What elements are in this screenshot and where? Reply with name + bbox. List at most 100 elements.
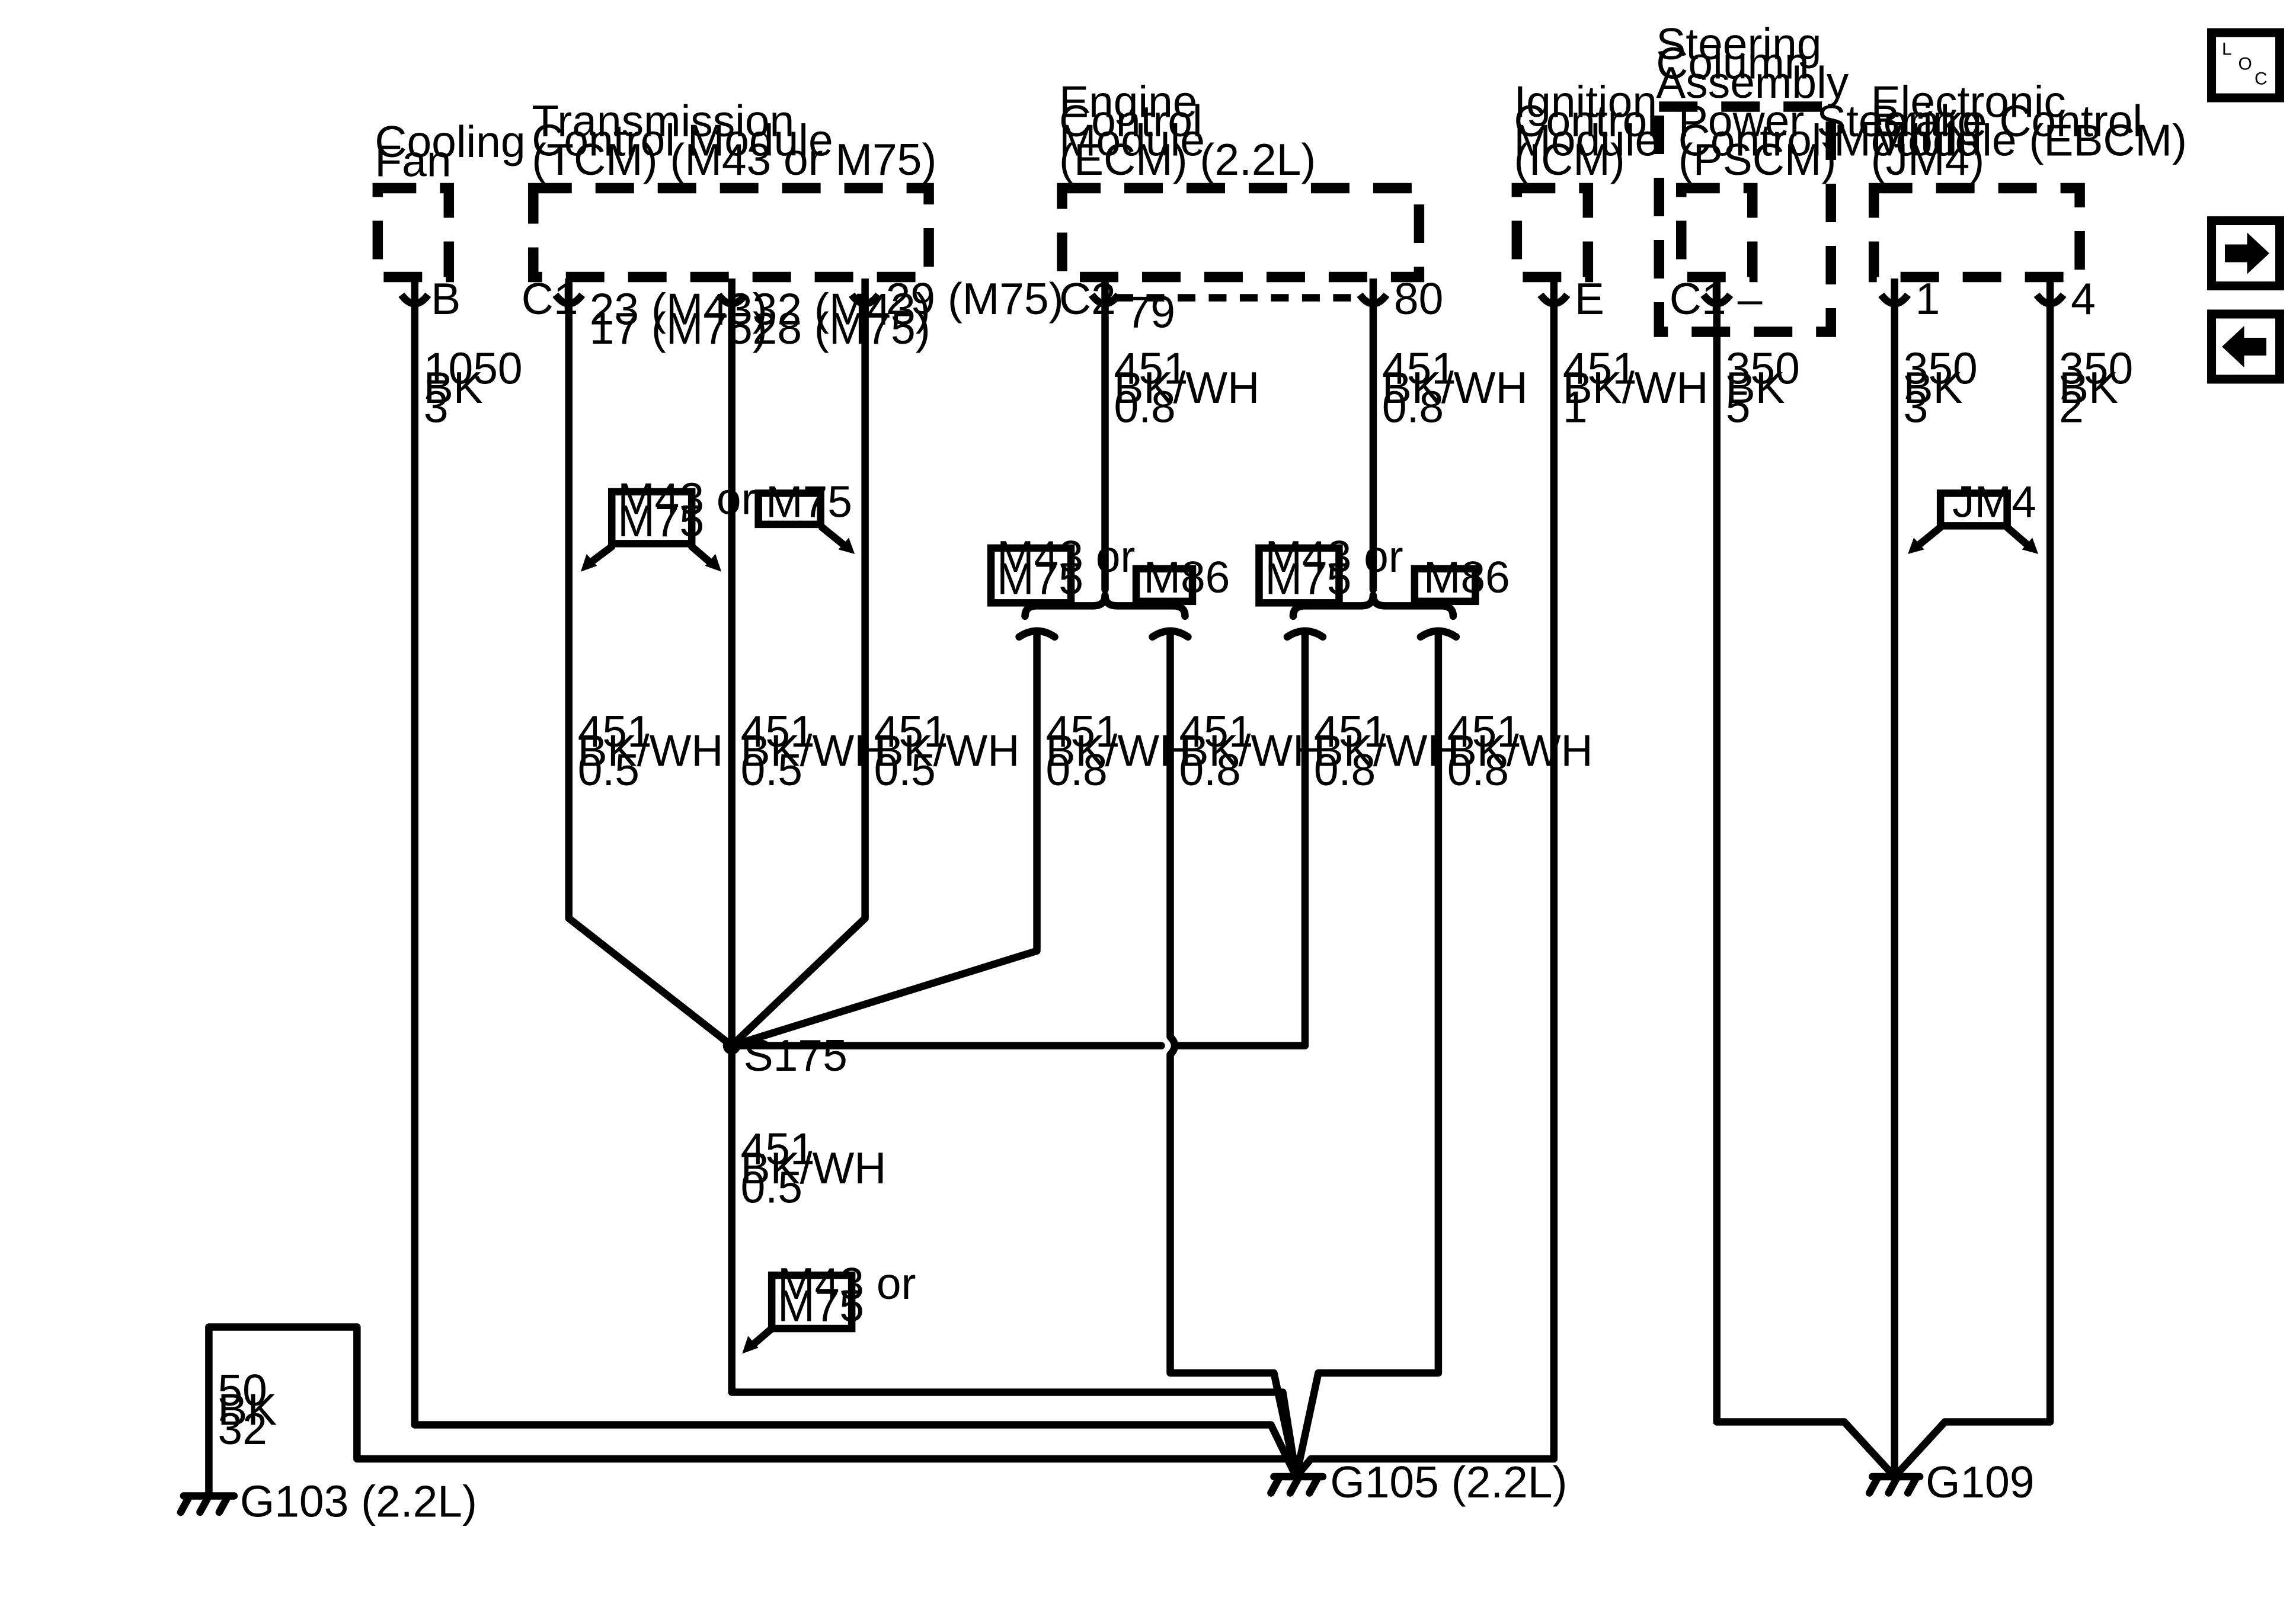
wire-label-tcm-a-3: 0.5 xyxy=(578,745,639,795)
wire-label-tcm-b-1: 451 xyxy=(741,706,815,756)
option-arrow-line-jm4-left xyxy=(1913,523,1945,550)
wire-label-ecm-80-left-2: BK/WH xyxy=(1314,725,1460,775)
option-box-ecm-79-m43-m75 xyxy=(987,544,1075,607)
wire-label-ecm-80-right-1: 451 xyxy=(1447,706,1521,756)
tcm-label-1: Transmission xyxy=(532,96,794,146)
option-label-splice-m43-m75-1: M43 or xyxy=(778,1259,916,1308)
pin-pscm xyxy=(1700,278,1734,310)
option-arrowhead-jm4-left xyxy=(1908,537,1924,554)
wire-label-ebcm-4-3: 2 xyxy=(2059,382,2084,431)
component-cooling-fan: Cooling Fan xyxy=(372,117,526,283)
wire-label-ecm-79-right-3: 0.8 xyxy=(1179,745,1240,795)
pin-label-icm: E xyxy=(1575,274,1604,324)
steering-column-box xyxy=(1654,101,1836,337)
option-arrowhead-tcm-m75 xyxy=(838,537,855,554)
wire-label-ecm-80-upper-3: 0.8 xyxy=(1382,382,1444,431)
wire-ecm-79-right xyxy=(1149,627,1300,1481)
wire-tcm-a xyxy=(565,306,736,1049)
component-icm: Ignition Control Module (ICM) xyxy=(1511,77,1659,283)
ebcm-label-3: Module (EBCM) xyxy=(1871,116,2187,165)
pin-tcm-a xyxy=(552,278,586,310)
ebcm-box xyxy=(1868,183,2085,283)
pscm-label-2: Control Module xyxy=(1678,116,1980,165)
loc-button[interactable]: L O C xyxy=(2207,28,2285,103)
next-page-button[interactable] xyxy=(2207,216,2285,290)
ebcm-label-4: (JM4) xyxy=(1871,135,1985,184)
pin-label-ebcm-1: 1 xyxy=(1916,274,1940,324)
pin-tcm-b xyxy=(715,278,749,310)
pin-ebcm-1 xyxy=(1878,278,1911,310)
wire-label-g103-3: 32 xyxy=(218,1404,267,1454)
previous-page-button[interactable] xyxy=(2207,309,2285,384)
wire-label-splice-down-2: BK/WH xyxy=(741,1143,887,1193)
ecm-label-2: Control xyxy=(1059,96,1203,146)
tcm-label-2: Control Module xyxy=(532,116,833,165)
component-ebcm: Electronic Brake Control Module (EBCM) (… xyxy=(1868,77,2187,283)
wire-label-pscm-3: 5 xyxy=(1726,382,1751,431)
wire-label-ecm-80-right-3: 0.8 xyxy=(1447,745,1509,795)
pin-label-cooling-fan: B xyxy=(431,274,461,324)
option-arrowhead-tcm-left xyxy=(580,553,597,572)
grounds: G103 (2.2L) G105 (2.2L) G109 xyxy=(177,1457,2035,1526)
wire-tcm-c xyxy=(728,306,869,1049)
ebcm-label-1: Electronic xyxy=(1871,77,2066,127)
wire-label-tcm-b-2: BK/WH xyxy=(741,725,887,775)
component-ecm: Engine Control Module (ECM) (2.2L) xyxy=(1057,77,1425,283)
wire-label-icm-2: BK/WH xyxy=(1563,363,1709,412)
steering-column-label-2: Column xyxy=(1656,39,1809,88)
wire-label-splice-down-1: 451 xyxy=(741,1124,815,1174)
wire-label-ecm-79-right-1: 451 xyxy=(1179,706,1253,756)
wire-label-fan-2: BK xyxy=(424,363,483,412)
wire-ecm-80-right xyxy=(1292,627,1460,1481)
wire-label-g103-1: 50 xyxy=(218,1365,267,1415)
wire-label-ecm-79-left-3: 0.8 xyxy=(1046,745,1108,795)
option-arrow-line-jm4-right xyxy=(2003,523,2033,550)
option-arrowhead-splice xyxy=(742,1336,759,1354)
cooling-fan-box xyxy=(372,183,455,283)
cooling-fan-label-1: Cooling xyxy=(375,117,525,167)
option-box-splice-m43-m75 xyxy=(768,1271,856,1333)
option-arrowhead-jm4-right xyxy=(2022,537,2039,554)
pin-label-tcm-b-1: 32 (M43) xyxy=(753,284,930,334)
wire-label-ecm-79-right-2: BK/WH xyxy=(1179,725,1325,775)
loc-icon[interactable] xyxy=(2207,28,2285,103)
ground-g109-icon xyxy=(1865,1473,1924,1497)
option-label-ecm-79-m86: M86 xyxy=(1144,552,1230,602)
component-tcm: Transmission Control Module (TCM) (M43 o… xyxy=(528,96,936,283)
icm-label-1: Ignition xyxy=(1514,77,1657,127)
ground-g105-icon xyxy=(1267,1473,1327,1497)
pscm-label-3: (PSCM) xyxy=(1678,135,1837,184)
icm-label-3: Module xyxy=(1514,116,1659,165)
wire-label-tcm-a-1: 451 xyxy=(578,706,652,756)
arrow-right-glyph xyxy=(2225,232,2270,274)
option-label-ecm-80-m86: M86 xyxy=(1424,552,1510,602)
wire-label-ecm-80-upper-1: 451 xyxy=(1382,343,1456,393)
wire-label-ebcm-4-1: 350 xyxy=(2059,343,2133,393)
option-label-jm4: JM4 xyxy=(1952,476,2036,526)
option-label-tcm-m75: M75 xyxy=(766,476,852,526)
wire-label-ebcm-1-3: 3 xyxy=(1904,382,1929,431)
wire-ebcm-4 xyxy=(1891,306,2054,1481)
wire-icm xyxy=(1292,306,1558,1481)
wire-label-ecm-80-left-1: 451 xyxy=(1314,706,1388,756)
wire-ecm-80-left xyxy=(728,627,1327,1049)
option-label-ecm-80-m43-m75-2: M75 xyxy=(1265,553,1351,603)
pscm-box xyxy=(1676,183,1758,283)
wire-label-ecm-80-upper-2: BK/WH xyxy=(1382,363,1528,412)
pin-label-pscm: – xyxy=(1738,274,1763,324)
ecm-label-1: Engine xyxy=(1059,77,1197,127)
pin-label-tcm-a-1: 23 (M43) xyxy=(590,284,768,334)
wire-label-tcm-c-3: 0.5 xyxy=(874,745,936,795)
wire-label-ecm-79-upper-3: 0.8 xyxy=(1114,382,1176,431)
wire-label-icm-3: 1 xyxy=(1563,382,1588,431)
wire-label-ebcm-1-2: BK xyxy=(1904,363,1963,412)
tcm-label-3: (TCM) (M43 or M75) xyxy=(532,135,936,184)
wire-label-fan-1: 1050 xyxy=(424,343,523,393)
wire-label-tcm-b-3: 0.5 xyxy=(741,745,802,795)
option-label-splice-m43-m75-2: M75 xyxy=(778,1281,864,1331)
wire-label-ebcm-1-1: 350 xyxy=(1904,343,1978,393)
icm-label-2: Control xyxy=(1514,96,1657,146)
pin-ebcm-4 xyxy=(2033,278,2067,310)
wire-label-tcm-a-2: BK/WH xyxy=(578,725,724,775)
